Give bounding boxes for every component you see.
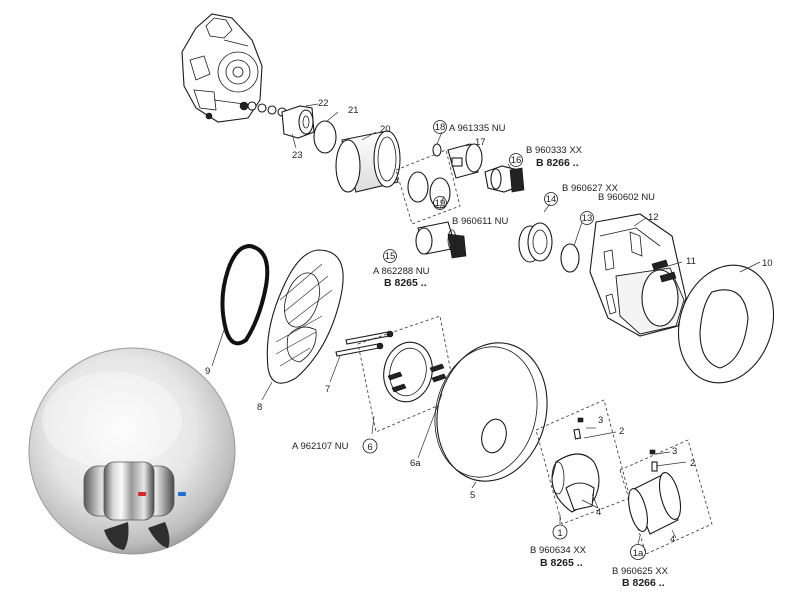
circled-callouts: [362, 120, 646, 560]
callout-2-lever: 2: [619, 426, 624, 437]
part-16-spindle: [484, 165, 525, 193]
code-part-14: B 960627 XX: [562, 183, 619, 194]
callout-15: 15: [385, 251, 396, 262]
callout-20: 20: [380, 124, 391, 135]
cold-indicator: [178, 492, 186, 496]
callout-6a: 6a: [410, 458, 421, 469]
callout-12: 12: [648, 212, 659, 223]
leader-lines: [211, 103, 761, 545]
callout-5: 5: [470, 490, 475, 501]
product-photo: [28, 347, 236, 555]
part-19-seal-kit: [395, 149, 461, 225]
callout-18: 18: [435, 122, 446, 133]
part-22-drawing: [281, 105, 315, 139]
part-5-cover-plate: [434, 342, 548, 482]
callout-16: 16: [511, 155, 522, 166]
part-12-housing: [589, 213, 687, 337]
part-18-oring: [432, 143, 442, 157]
callout-11: 11: [686, 256, 696, 267]
callout-13: 13: [582, 213, 593, 224]
part-15-cartridge: [415, 221, 467, 259]
callout-22: 22: [318, 98, 329, 109]
callout-17: 17: [475, 137, 486, 148]
valve-body-drawing: [181, 13, 263, 123]
part-1a-knob: [619, 439, 713, 555]
part-20-sleeve: [335, 130, 401, 193]
code-part-6: A 962107 NU: [292, 441, 349, 452]
callout-1a: 1a: [633, 548, 644, 559]
code-part-1-set: B 8265 ..: [540, 557, 583, 569]
callout-14: 14: [546, 194, 557, 205]
code-part-1: B 960634 XX: [530, 545, 587, 556]
callout-19: 19: [435, 198, 446, 209]
part-13-ring: [560, 243, 580, 273]
part-14-drawing: [518, 222, 553, 263]
code-part-1a-set: B 8266 ..: [622, 577, 665, 589]
callout-4-lever: 4: [596, 507, 601, 518]
callout-7: 7: [325, 384, 330, 395]
code-part-1a: B 960625 XX: [612, 566, 669, 577]
part-17-drawing: [447, 143, 483, 179]
code-part-13: B 960602 NU: [598, 192, 655, 203]
part-9-seal: [220, 243, 270, 346]
code-part-19: B 960611 NU: [452, 216, 508, 227]
callout-2-knob: 2: [690, 458, 695, 469]
part-11-screws: [651, 259, 677, 283]
callout-23: 23: [292, 150, 303, 161]
code-part-15-set: B 8265 ..: [384, 277, 427, 289]
part-6-mounting-kit: [357, 315, 457, 433]
part-21-oring: [313, 120, 337, 154]
code-part-16-set: B 8266 ..: [536, 157, 579, 169]
callout-3-knob: 3: [672, 446, 677, 457]
callout-6: 6: [367, 442, 372, 453]
code-part-18: A 961335 NU: [449, 123, 506, 134]
part-8-backplate: [266, 249, 344, 384]
callout-3-lever: 3: [598, 415, 603, 426]
callout-4-knob: 4: [670, 534, 675, 545]
part-10-cover: [677, 264, 775, 384]
code-part-16: B 960333 XX: [526, 145, 583, 156]
hot-indicator: [138, 492, 146, 496]
code-part-15: A 862288 NU: [373, 266, 430, 277]
callout-1: 1: [557, 528, 562, 539]
callout-21: 21: [348, 105, 359, 116]
part-7-screws: [335, 330, 394, 357]
callout-9: 9: [205, 366, 210, 377]
callout-10: 10: [762, 258, 773, 269]
screw-set-drawing: [247, 101, 287, 117]
callout-8: 8: [257, 402, 262, 413]
part-1-lever-handle: [535, 399, 631, 525]
